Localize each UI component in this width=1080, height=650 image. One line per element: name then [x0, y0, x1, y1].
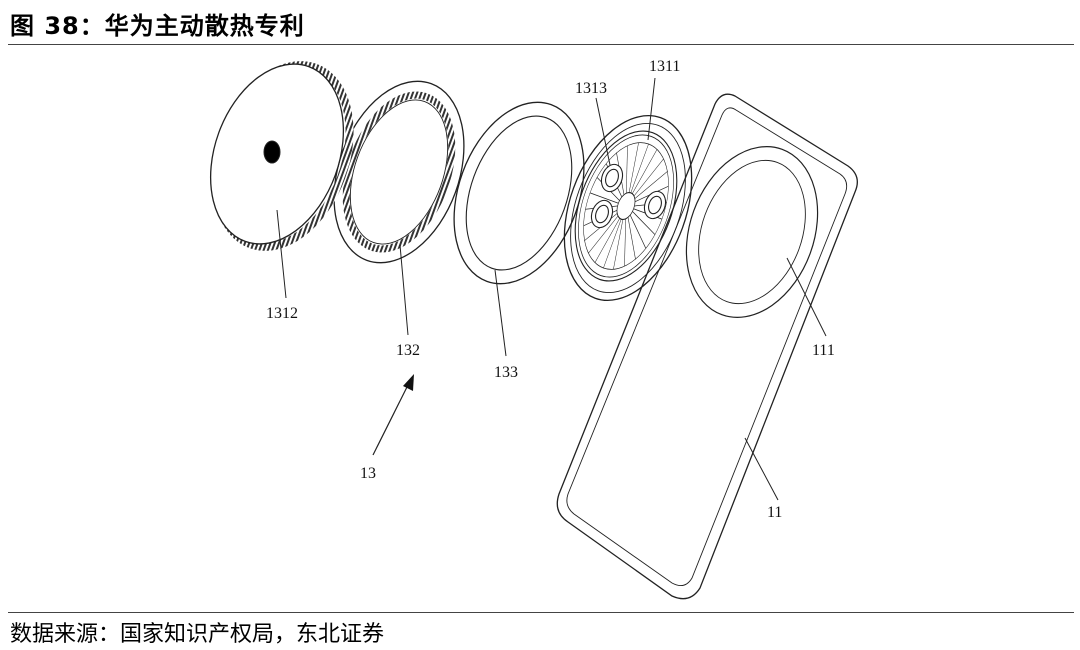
label-1313: 1313	[575, 80, 607, 97]
label-111: 111	[812, 342, 835, 359]
fan-base-part	[563, 114, 693, 302]
cover-disc-part	[209, 61, 354, 251]
assembly-arrow	[372, 374, 414, 456]
patent-drawing: 1311 1313 1312 132 133 111 13 11	[209, 58, 858, 600]
label-11: 11	[767, 504, 782, 521]
fan-impeller-part	[578, 134, 674, 278]
phone-body-part	[556, 93, 858, 600]
label-1311: 1311	[649, 58, 680, 75]
label-133: 133	[494, 364, 518, 381]
bottom-divider	[8, 612, 1074, 613]
ring-133-part	[453, 101, 585, 285]
label-1312: 1312	[266, 305, 298, 322]
top-divider	[8, 44, 1074, 45]
ring-132-part	[333, 80, 465, 264]
source-note: 数据来源：国家知识产权局，东北证券	[10, 622, 385, 647]
camera-window-part	[685, 146, 819, 318]
label-132: 132	[396, 342, 420, 359]
leader-lines	[276, 77, 827, 501]
label-13: 13	[360, 465, 376, 482]
figure-title: 图 38：华为主动散热专利	[10, 12, 305, 40]
